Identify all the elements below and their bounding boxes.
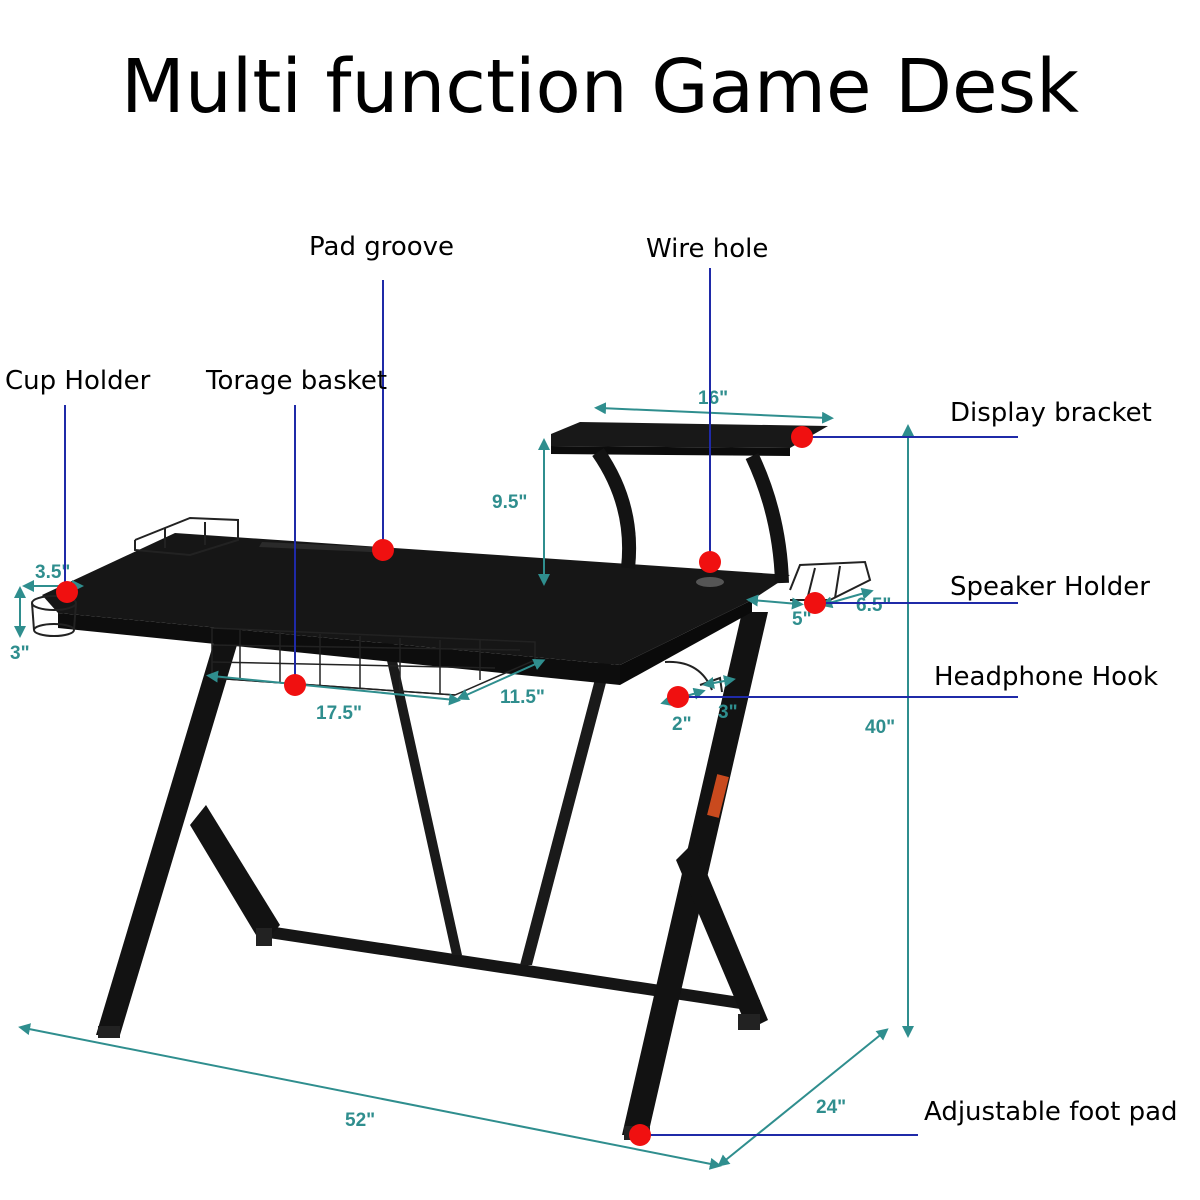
dimension-labels: 16" 9.5" 3.5" 3" 17.5" 11.5" 5" 6.5" 2" … [10,388,895,1131]
leg-logo [707,774,729,818]
dim-line-shelf-width [594,402,834,424]
dim-line-hook-width [702,675,736,689]
desktop-surface [42,533,790,665]
desktop-side-edge [620,600,752,685]
callout-headphone-hook: Headphone Hook [934,662,1159,692]
rear-strap-left [378,620,462,955]
left-foot-back [256,928,272,946]
dim-speaker-width: 6.5" [856,595,891,616]
dim-hook-depth: 2" [672,714,692,735]
rear-strap-right [520,660,612,965]
dim-cup-width: 3.5" [35,562,70,583]
marker-foot-pad [629,1124,651,1146]
marker-cup-holder [56,581,78,603]
marker-storage-basket [284,674,306,696]
callout-display-bracket: Display bracket [950,398,1152,428]
callout-storage-basket: Torage basket [206,366,388,396]
dim-line-speaker-depth [746,594,804,610]
rear-crossbar [262,925,760,1012]
page-title: Multi function Game Desk [121,44,1079,130]
callout-pad-groove: Pad groove [309,232,455,262]
dim-desk-width: 52" [345,1110,375,1131]
callout-cup-holder: Cup Holder [5,366,151,396]
feature-markers [56,426,826,1146]
callout-foot-pad: Adjustable foot pad [924,1097,1178,1127]
pad-groove-slot [259,542,395,553]
dim-line-basket-depth [456,658,546,701]
shelf-support-left [592,447,637,569]
cup-holder-wire [31,595,77,637]
marker-pad-groove [372,539,394,561]
dim-cup-height: 3" [10,643,30,664]
dim-hook-width: 3" [718,702,738,723]
dimension-lines [14,402,914,1170]
left-leg-back [190,805,280,945]
marker-headphone-hook [667,686,689,708]
right-leg-back [676,842,768,1030]
left-speaker-wire [134,516,239,557]
dim-line-desk-depth [717,1028,889,1167]
left-leg-front [96,615,246,1035]
dim-shelf-height: 9.5" [492,492,527,513]
dim-speaker-depth: 5" [792,609,812,630]
marker-speaker-holder [804,592,826,614]
wire-hole-grommet [696,577,724,587]
marker-wire-hole [699,551,721,573]
shelf-support-right [745,453,789,584]
monitor-shelf [551,422,828,448]
right-foot-back [738,1014,760,1030]
callout-speaker-holder: Speaker Holder [950,572,1150,602]
dim-basket-width: 17.5" [316,703,362,724]
monitor-shelf-edge [551,446,790,456]
leader-lines [64,268,1018,1136]
dim-line-desk-width [18,1023,722,1170]
dim-basket-depth: 11.5" [500,687,545,708]
dim-line-basket-width [206,670,461,706]
marker-display-bracket [791,426,813,448]
dim-desk-height: 40" [865,717,895,738]
callout-wire-hole: Wire hole [646,234,769,264]
dim-desk-depth: 24" [816,1097,846,1118]
left-foot-front [98,1026,120,1038]
desk-drawing [31,422,872,1140]
dim-shelf-width: 16" [698,388,728,409]
